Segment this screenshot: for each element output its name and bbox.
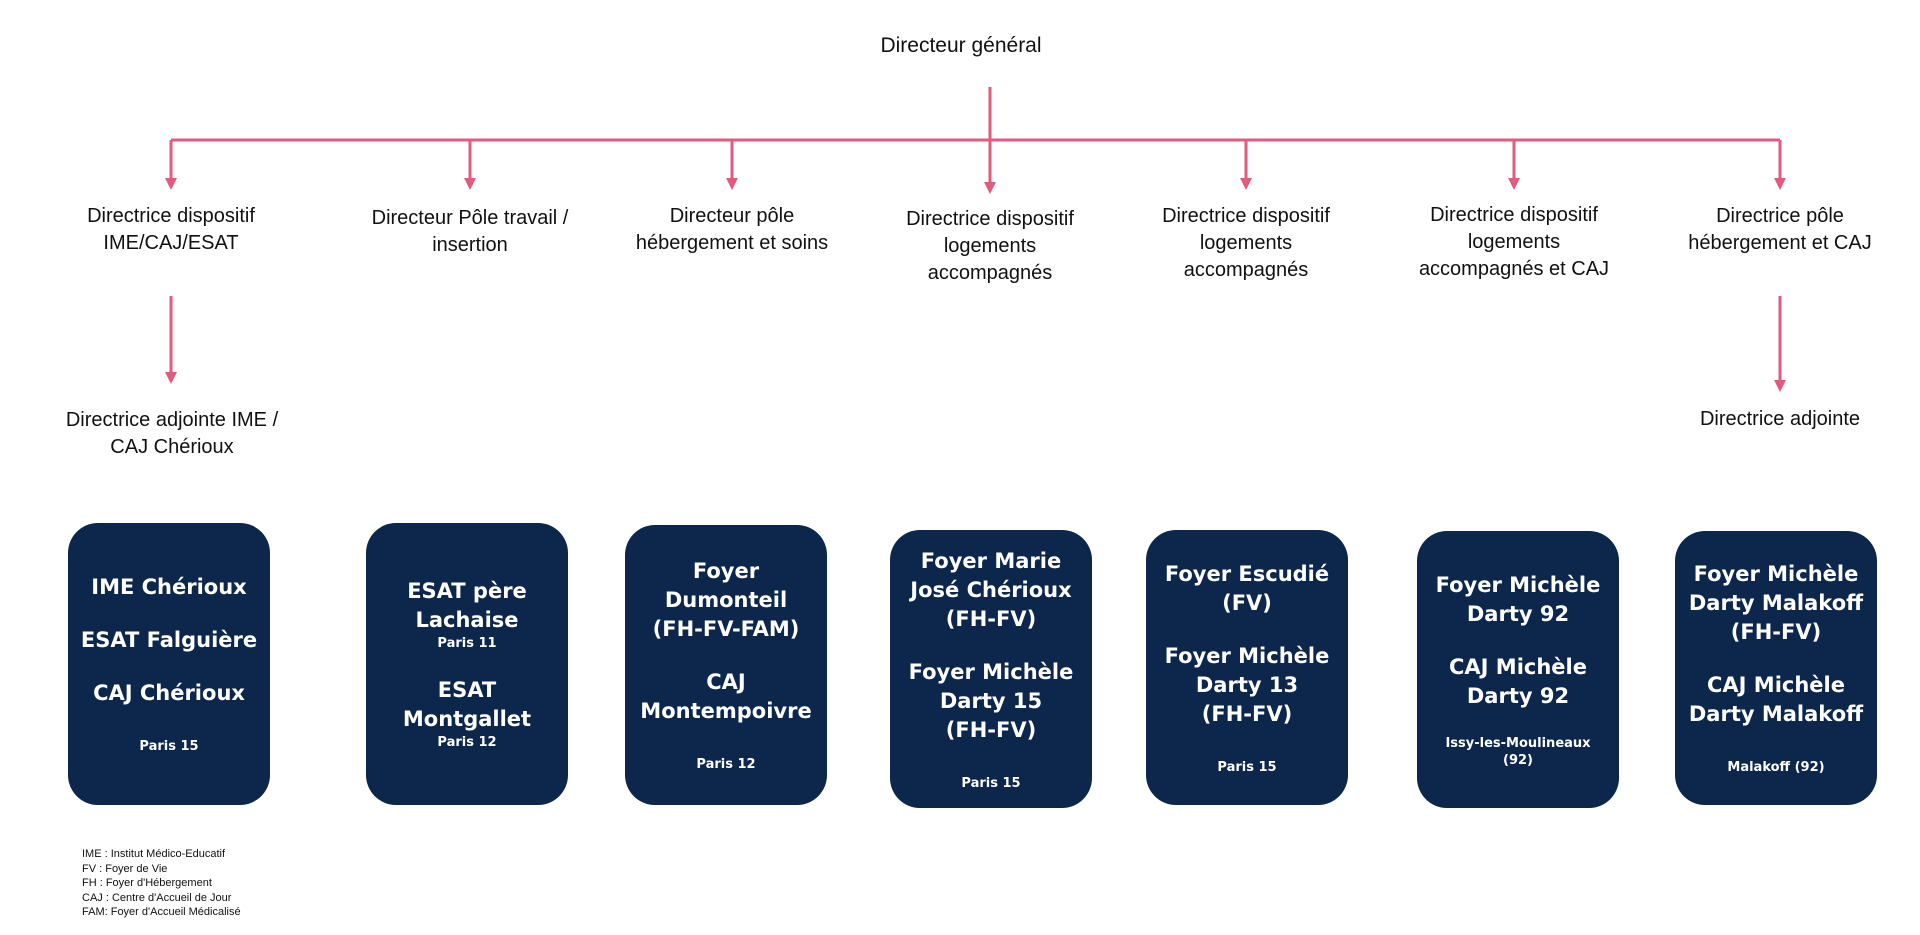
unit-name: Foyer Michèle Darty Malakoff (FH-FV): [1688, 562, 1864, 644]
unit-box-darty-92: Foyer Michèle Darty 92 CAJ Michèle Darty…: [1417, 531, 1619, 808]
unit-name: Foyer Michèle Darty 13 (FH-FV): [1164, 643, 1330, 726]
director-logements-accompagnes-2: Directrice dispositif logements accompag…: [1162, 205, 1330, 281]
director-logements-accompagnes-1: Directrice dispositif logements accompag…: [906, 208, 1074, 284]
unit-box-escudie: Foyer Escudié (FV) Foyer Michèle Darty 1…: [1146, 530, 1348, 805]
unit-name: Foyer Escudié (FV): [1164, 561, 1330, 615]
arrow-head: [1240, 178, 1252, 190]
legend-item: IME : Institut Médico-Educatif: [82, 848, 226, 860]
unit-location: Paris 15: [1217, 759, 1277, 775]
unit-location: Paris 15: [961, 775, 1021, 791]
unit-name: Foyer Marie José Chérioux (FH-FV): [910, 548, 1072, 631]
legend-item: CAJ : Centre d'Accueil de Jour: [82, 891, 232, 904]
arrow-head: [984, 182, 996, 194]
unit-name: Foyer Michèle Darty 92: [1435, 572, 1601, 626]
unit-box-darty-malakoff: Foyer Michèle Darty Malakoff (FH-FV) CAJ…: [1675, 531, 1877, 805]
unit-box-esat: ESAT père Lachaise Paris 11 ESAT Montgal…: [366, 523, 568, 805]
arrow-head: [1774, 178, 1786, 190]
arrow-head: [1508, 178, 1520, 190]
arrow-head: [1774, 380, 1786, 392]
unit-box-marie-jose-cherioux: Foyer Marie José Chérioux (FH-FV) Foyer …: [890, 530, 1092, 808]
unit-location: Paris 15: [139, 739, 199, 754]
unit-name: IME Chérioux: [91, 575, 247, 599]
legend-item: FV : Foyer de Vie: [82, 862, 168, 875]
unit-name: ESAT père Lachaise: [407, 579, 527, 632]
director-logements-accompagnes-caj: Directrice dispositif logements accompag…: [1418, 204, 1610, 280]
deputy-director: Directrice adjointe: [1699, 408, 1861, 430]
unit-location: Paris 12: [696, 757, 756, 772]
unit-location: Malakoff (92): [1727, 760, 1825, 775]
legend-item: FH : Foyer d'Hébergement: [82, 877, 212, 890]
arrow-head: [464, 178, 476, 190]
arrow-head: [165, 178, 177, 190]
unit-location: Paris 12: [437, 735, 497, 750]
abbreviation-legend: IME : Institut Médico-Educatif FV : Foye…: [82, 847, 241, 920]
unit-location: Issy-les-Moulineaux (92): [1445, 735, 1591, 768]
unit-name: CAJ Montempoivre: [640, 670, 812, 723]
unit-name: ESAT Falguière: [80, 628, 258, 652]
unit-name: ESAT Montgallet: [402, 678, 532, 731]
director-pole-hebergement-caj: Directrice pôle hébergement et CAJ: [1688, 205, 1872, 254]
arrow-head: [726, 178, 738, 190]
unit-name: Foyer Dumonteil (FH-FV-FAM): [652, 559, 800, 641]
unit-name: CAJ Chérioux: [93, 681, 245, 705]
director-pole-hebergement-soins: Directeur pôle hébergement et soins: [635, 205, 829, 254]
director-general: Directeur général: [880, 34, 1042, 57]
arrow-head: [165, 372, 177, 384]
unit-box-ime-esat-caj: IME Chérioux ESAT Falguière CAJ Chérioux…: [68, 523, 270, 805]
unit-box-dumonteil: Foyer Dumonteil (FH-FV-FAM) CAJ Montempo…: [625, 525, 827, 805]
deputy-director-ime-caj: Directrice adjointe IME / CAJ Chérioux: [65, 409, 279, 458]
legend-item: FAM: Foyer d'Accueil Médicalisé: [82, 906, 241, 919]
unit-name: Foyer Michèle Darty 15 (FH-FV): [908, 659, 1074, 742]
director-ime-caj-esat: Directrice dispositif IME/CAJ/ESAT: [87, 205, 255, 254]
director-pole-travail: Directeur Pôle travail / insertion: [371, 207, 569, 256]
unit-name: CAJ Michèle Darty Malakoff: [1688, 673, 1864, 726]
unit-name: CAJ Michèle Darty 92: [1449, 654, 1587, 708]
unit-location: Paris 11: [437, 636, 497, 651]
